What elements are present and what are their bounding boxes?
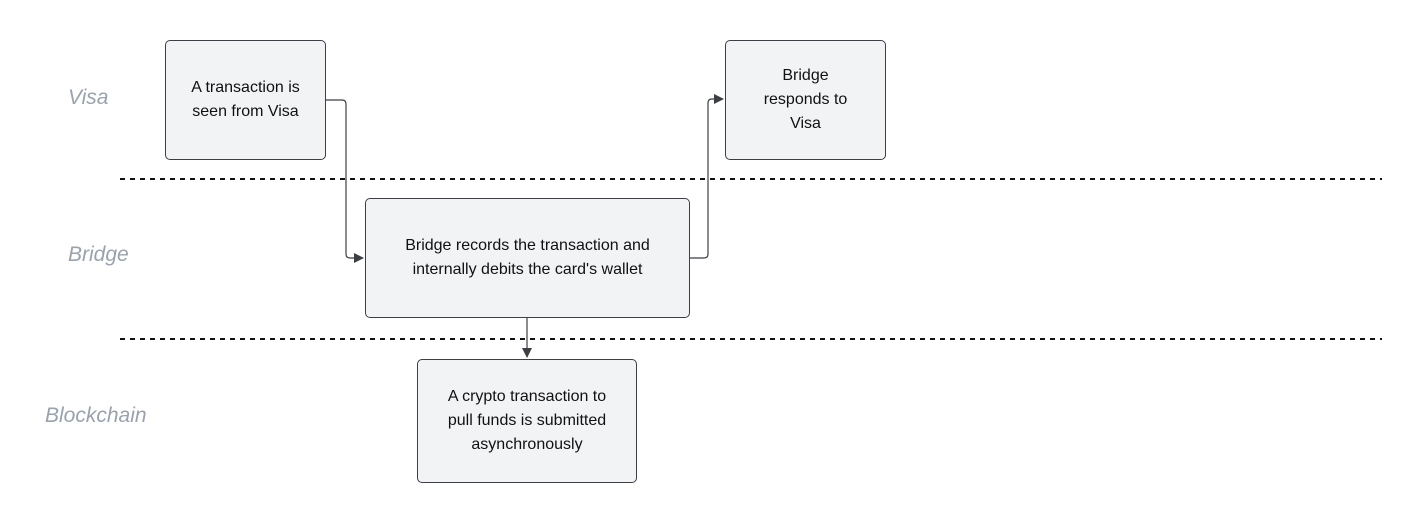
node-crypto-transaction[interactable]: A crypto transaction to pull funds is su… bbox=[417, 359, 637, 483]
node-crypto-transaction-text: A crypto transaction to pull funds is su… bbox=[447, 388, 607, 453]
lane-label-bridge: Bridge bbox=[68, 243, 129, 266]
node-bridge-records-text: Bridge records the transaction and inter… bbox=[405, 237, 650, 278]
lane-label-visa: Visa bbox=[68, 86, 109, 109]
lane-label-blockchain: Blockchain bbox=[45, 404, 147, 427]
node-visa-transaction[interactable]: A transaction is seen from Visa bbox=[165, 40, 326, 160]
connector-bridge-records-to-responds bbox=[690, 94, 724, 259]
connector-visa-to-bridge-records bbox=[326, 99, 364, 263]
node-bridge-responds-text: Bridge responds to Visa bbox=[763, 67, 848, 132]
node-bridge-records[interactable]: Bridge records the transaction and inter… bbox=[365, 198, 690, 318]
node-bridge-responds[interactable]: Bridge responds to Visa bbox=[725, 40, 886, 160]
node-visa-transaction-text: A transaction is seen from Visa bbox=[191, 79, 300, 120]
